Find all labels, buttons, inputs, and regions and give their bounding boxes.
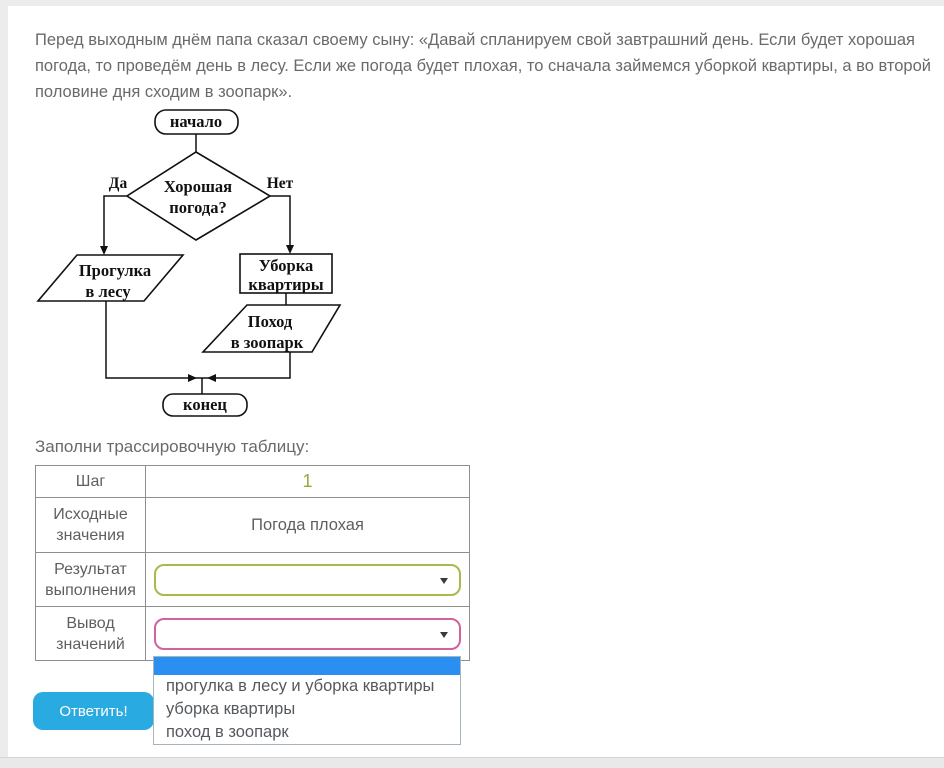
table-row-output-values: Вывод значений	[36, 607, 469, 660]
arrow-right-icon	[188, 374, 197, 382]
svg-text:конец: конец	[183, 395, 227, 414]
svg-text:квартиры: квартиры	[248, 275, 323, 294]
execution-result-select[interactable]	[154, 563, 461, 596]
option-zoo[interactable]: поход в зоопарк	[166, 723, 289, 741]
arrow-down-icon	[286, 245, 294, 254]
flowchart-diagram: начало Хорошая погода? Да Нет Прогулка в…	[36, 109, 342, 417]
svg-text:Прогулка: Прогулка	[79, 261, 151, 280]
option-walk-and-cleaning[interactable]: прогулка в лесу и уборка квартиры	[166, 677, 435, 695]
chevron-down-icon	[440, 631, 448, 638]
svg-text:погода?: погода?	[169, 198, 226, 217]
trace-table: Шаг 1 Исходные значения Погода плохая Ре…	[35, 465, 470, 661]
row-label-output-values: Вывод значений	[36, 607, 146, 660]
chevron-down-icon	[440, 577, 448, 584]
svg-text:Хорошая: Хорошая	[164, 177, 232, 196]
svg-text:в лесу: в лесу	[85, 282, 131, 301]
problem-statement: Перед выходным днём папа сказал своему с…	[35, 31, 931, 101]
svg-text:в зоопарк: в зоопарк	[231, 333, 304, 352]
page-top-margin	[0, 0, 944, 6]
flowchart-no-label: Нет	[267, 175, 294, 192]
option-empty[interactable]	[154, 657, 460, 675]
arrow-left-icon	[207, 374, 216, 382]
arrow-down-icon	[100, 246, 108, 255]
flowchart-node-walk: Прогулка в лесу	[36, 254, 185, 302]
flowchart-node-end: конец	[162, 393, 248, 417]
table-row-step: Шаг 1	[36, 466, 469, 498]
initial-values-text: Погода плохая	[251, 515, 364, 534]
row-label-initial-values: Исходные значения	[36, 498, 146, 552]
option-cleaning[interactable]: уборка квартиры	[166, 700, 296, 718]
flowchart-node-decision: Хорошая погода?	[125, 151, 272, 241]
step-value: 1	[302, 471, 313, 491]
table-row-initial-values: Исходные значения Погода плохая	[36, 498, 469, 553]
page-bottom-bar	[0, 757, 944, 768]
svg-text:Уборка: Уборка	[259, 256, 313, 275]
flowchart-node-cleaning: Уборка квартиры	[239, 253, 333, 294]
table-row-execution-result: Результат выполнения	[36, 553, 469, 607]
row-label-execution-result: Результат выполнения	[36, 553, 146, 606]
flowchart-node-zoo: Поход в зоопарк	[201, 304, 342, 353]
output-values-options-list: прогулка в лесу и уборка квартиры уборка…	[153, 656, 461, 745]
output-values-select[interactable]	[154, 617, 461, 650]
answer-button[interactable]: Ответить!	[33, 692, 154, 730]
page-left-margin	[0, 0, 8, 768]
flowchart-yes-label: Да	[109, 175, 128, 192]
flowchart-node-start: начало	[154, 109, 239, 135]
svg-text:начало: начало	[170, 112, 222, 131]
row-label-step: Шаг	[36, 466, 146, 497]
svg-text:Поход: Поход	[248, 312, 293, 331]
trace-table-heading: Заполни трассировочную таблицу:	[35, 437, 310, 456]
